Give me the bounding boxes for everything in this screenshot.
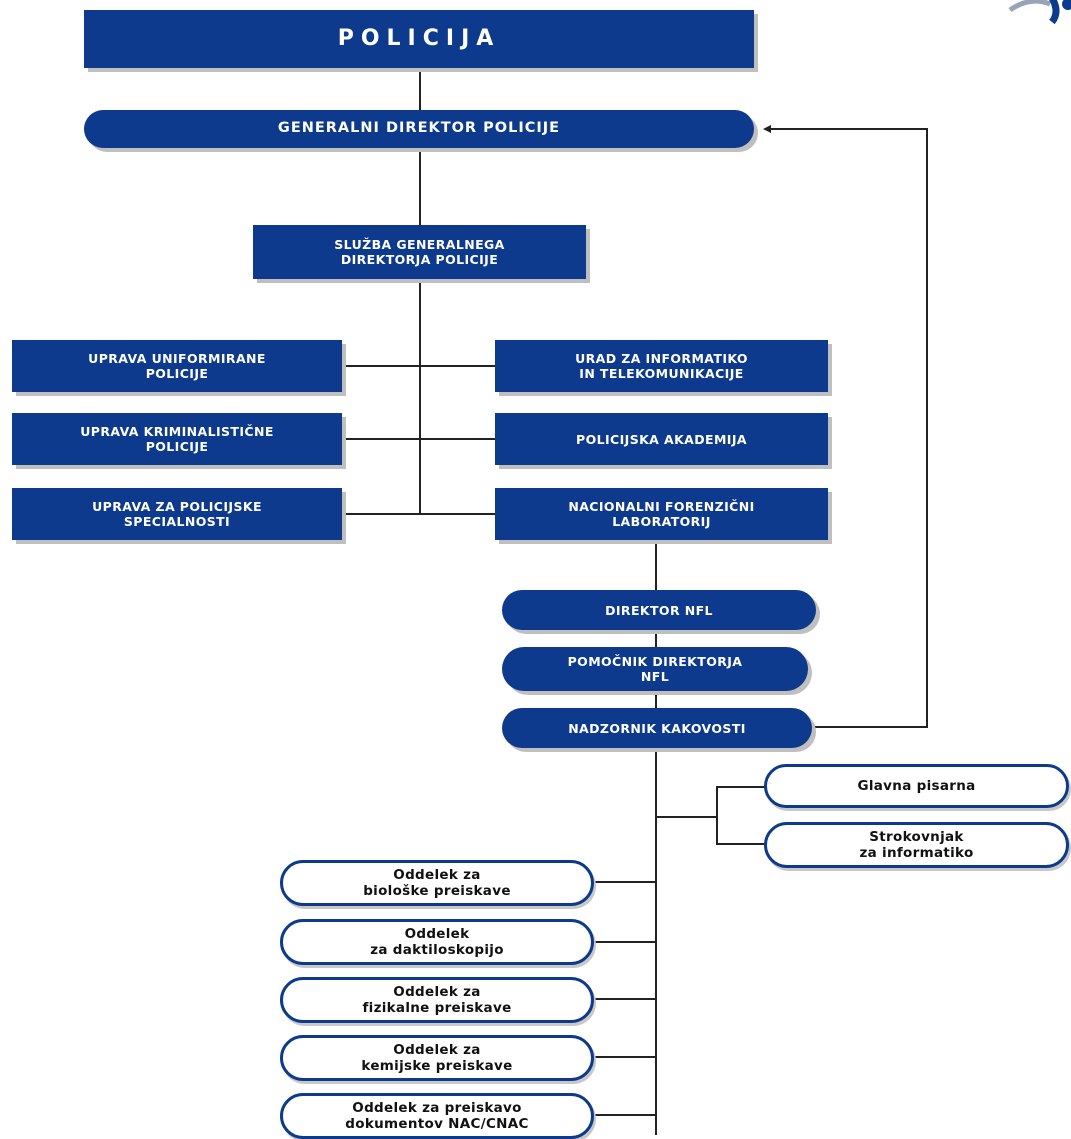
connector-main-top: [419, 68, 421, 112]
connector-feedback-top: [770, 128, 928, 130]
node-oddelek-dokumentov-line1: Oddelek za preiskavo: [352, 1099, 522, 1116]
node-oddelek-bioloske-line2: biološke preiskave: [363, 883, 511, 899]
node-urad-informatiko-line1: URAD ZA INFORMATIKO: [575, 351, 748, 366]
node-uprava-uniformirane: UPRAVA UNIFORMIRANE POLICIJE: [12, 340, 342, 392]
node-oddelek-dokumentov-line2: dokumentov NAC/CNAC: [345, 1116, 529, 1132]
node-oddelek-fizikalne-line1: Oddelek za: [393, 983, 481, 1000]
node-policijska-akademija: POLICIJSKA AKADEMIJA: [495, 413, 828, 465]
node-uprava-kriminalisticne-line1: UPRAVA KRIMINALISTIČNE: [80, 424, 274, 439]
connector-feedback-horizontal: [812, 726, 928, 728]
node-oddelek-kemijske-line1: Oddelek za: [393, 1041, 481, 1058]
node-sluzba-line1: SLUŽBA GENERALNEGA: [334, 237, 505, 252]
connector-staff-branch: [656, 816, 718, 818]
node-nfl: NACIONALNI FORENZIČNI LABORATORIJ: [495, 488, 828, 540]
node-glavna-pisarna-label: Glavna pisarna: [857, 777, 976, 794]
node-oddelek-daktiloskopija-line1: Oddelek: [404, 925, 470, 942]
node-uprava-kriminalisticne: UPRAVA KRIMINALISTIČNE POLICIJE: [12, 413, 342, 465]
node-strokovnjak: Strokovnjak za informatiko: [764, 822, 1069, 868]
node-nfl-line1: NACIONALNI FORENZIČNI: [568, 499, 755, 514]
node-uprava-specialnosti-line1: UPRAVA ZA POLICIJSKE: [92, 499, 262, 514]
connector-staff-vertical: [716, 786, 718, 844]
node-direktor-nfl: DIREKTOR NFL: [502, 590, 816, 630]
node-glavna-pisarna: Glavna pisarna: [764, 764, 1069, 808]
connector-row2: [342, 438, 496, 440]
node-sluzba-line2: DIREKTORJA POLICIJE: [340, 252, 499, 267]
connector-main-trunk: [419, 148, 421, 515]
node-oddelek-fizikalne: Oddelek za fizikalne preiskave: [280, 977, 594, 1023]
node-strokovnjak-line1: Strokovnjak: [869, 828, 964, 845]
node-urad-informatiko-line2: IN TELEKOMUNIKACIJE: [579, 366, 744, 381]
node-nadzornik-label: NADZORNIK KAKOVOSTI: [568, 720, 746, 736]
node-oddelek-kemijske-line2: kemijske preiskave: [361, 1058, 513, 1074]
node-oddelek-fizikalne-line2: fizikalne preiskave: [362, 1000, 512, 1016]
connector-dept-5: [592, 1114, 656, 1116]
node-urad-informatiko: URAD ZA INFORMATIKO IN TELEKOMUNIKACIJE: [495, 340, 828, 392]
node-uprava-specialnosti: UPRAVA ZA POLICIJSKE SPECIALNOSTI: [12, 488, 342, 540]
node-generalni-direktor-label: GENERALNI DIREKTOR POLICIJE: [277, 120, 561, 137]
node-policijska-akademija-label: POLICIJSKA AKADEMIJA: [576, 431, 747, 447]
connector-dept-1: [592, 881, 656, 883]
node-pomocnik-line2: NFL: [640, 669, 670, 684]
connector-staff-bottom: [716, 843, 766, 845]
node-policija: POLICIJA: [84, 10, 754, 68]
node-uprava-uniformirane-line2: POLICIJE: [145, 366, 209, 381]
node-oddelek-dokumentov: Oddelek za preiskavo dokumentov NAC/CNAC: [280, 1093, 594, 1139]
connector-dept-2: [592, 941, 656, 943]
node-strokovnjak-line2: za informatiko: [859, 845, 974, 861]
node-oddelek-daktiloskopija: Oddelek za daktiloskopijo: [280, 919, 594, 965]
node-oddelek-kemijske: Oddelek za kemijske preiskave: [280, 1035, 594, 1081]
node-uprava-uniformirane-line1: UPRAVA UNIFORMIRANE: [88, 351, 266, 366]
node-generalni-direktor: GENERALNI DIREKTOR POLICIJE: [84, 110, 754, 148]
connector-dept-4: [592, 1056, 656, 1058]
connector-feedback-vertical: [926, 128, 928, 728]
node-nadzornik-kakovosti: NADZORNIK KAKOVOSTI: [502, 708, 812, 748]
node-uprava-specialnosti-line2: SPECIALNOSTI: [123, 514, 231, 529]
node-oddelek-bioloske-line1: Oddelek za: [393, 866, 481, 883]
connector-row1: [342, 365, 496, 367]
connector-staff-top: [716, 786, 766, 788]
connector-nfl-trunk: [655, 540, 657, 1135]
node-sluzba: SLUŽBA GENERALNEGA DIREKTORJA POLICIJE: [253, 225, 586, 279]
node-oddelek-daktiloskopija-line2: za daktiloskopijo: [370, 942, 504, 958]
node-pomocnik-direktorja: POMOČNIK DIREKTORJA NFL: [502, 647, 808, 691]
node-oddelek-bioloske: Oddelek za biološke preiskave: [280, 860, 594, 906]
node-nfl-line2: LABORATORIJ: [612, 514, 711, 529]
logo-fragment-icon: [1008, 0, 1071, 25]
connector-row3: [342, 513, 496, 515]
connector-dept-3: [592, 998, 656, 1000]
arrow-left-icon: [763, 125, 771, 133]
node-policija-label: POLICIJA: [337, 25, 501, 51]
node-uprava-kriminalisticne-line2: POLICIJE: [145, 439, 209, 454]
node-pomocnik-line1: POMOČNIK DIREKTORJA: [567, 654, 743, 669]
node-direktor-nfl-label: DIREKTOR NFL: [605, 602, 713, 618]
